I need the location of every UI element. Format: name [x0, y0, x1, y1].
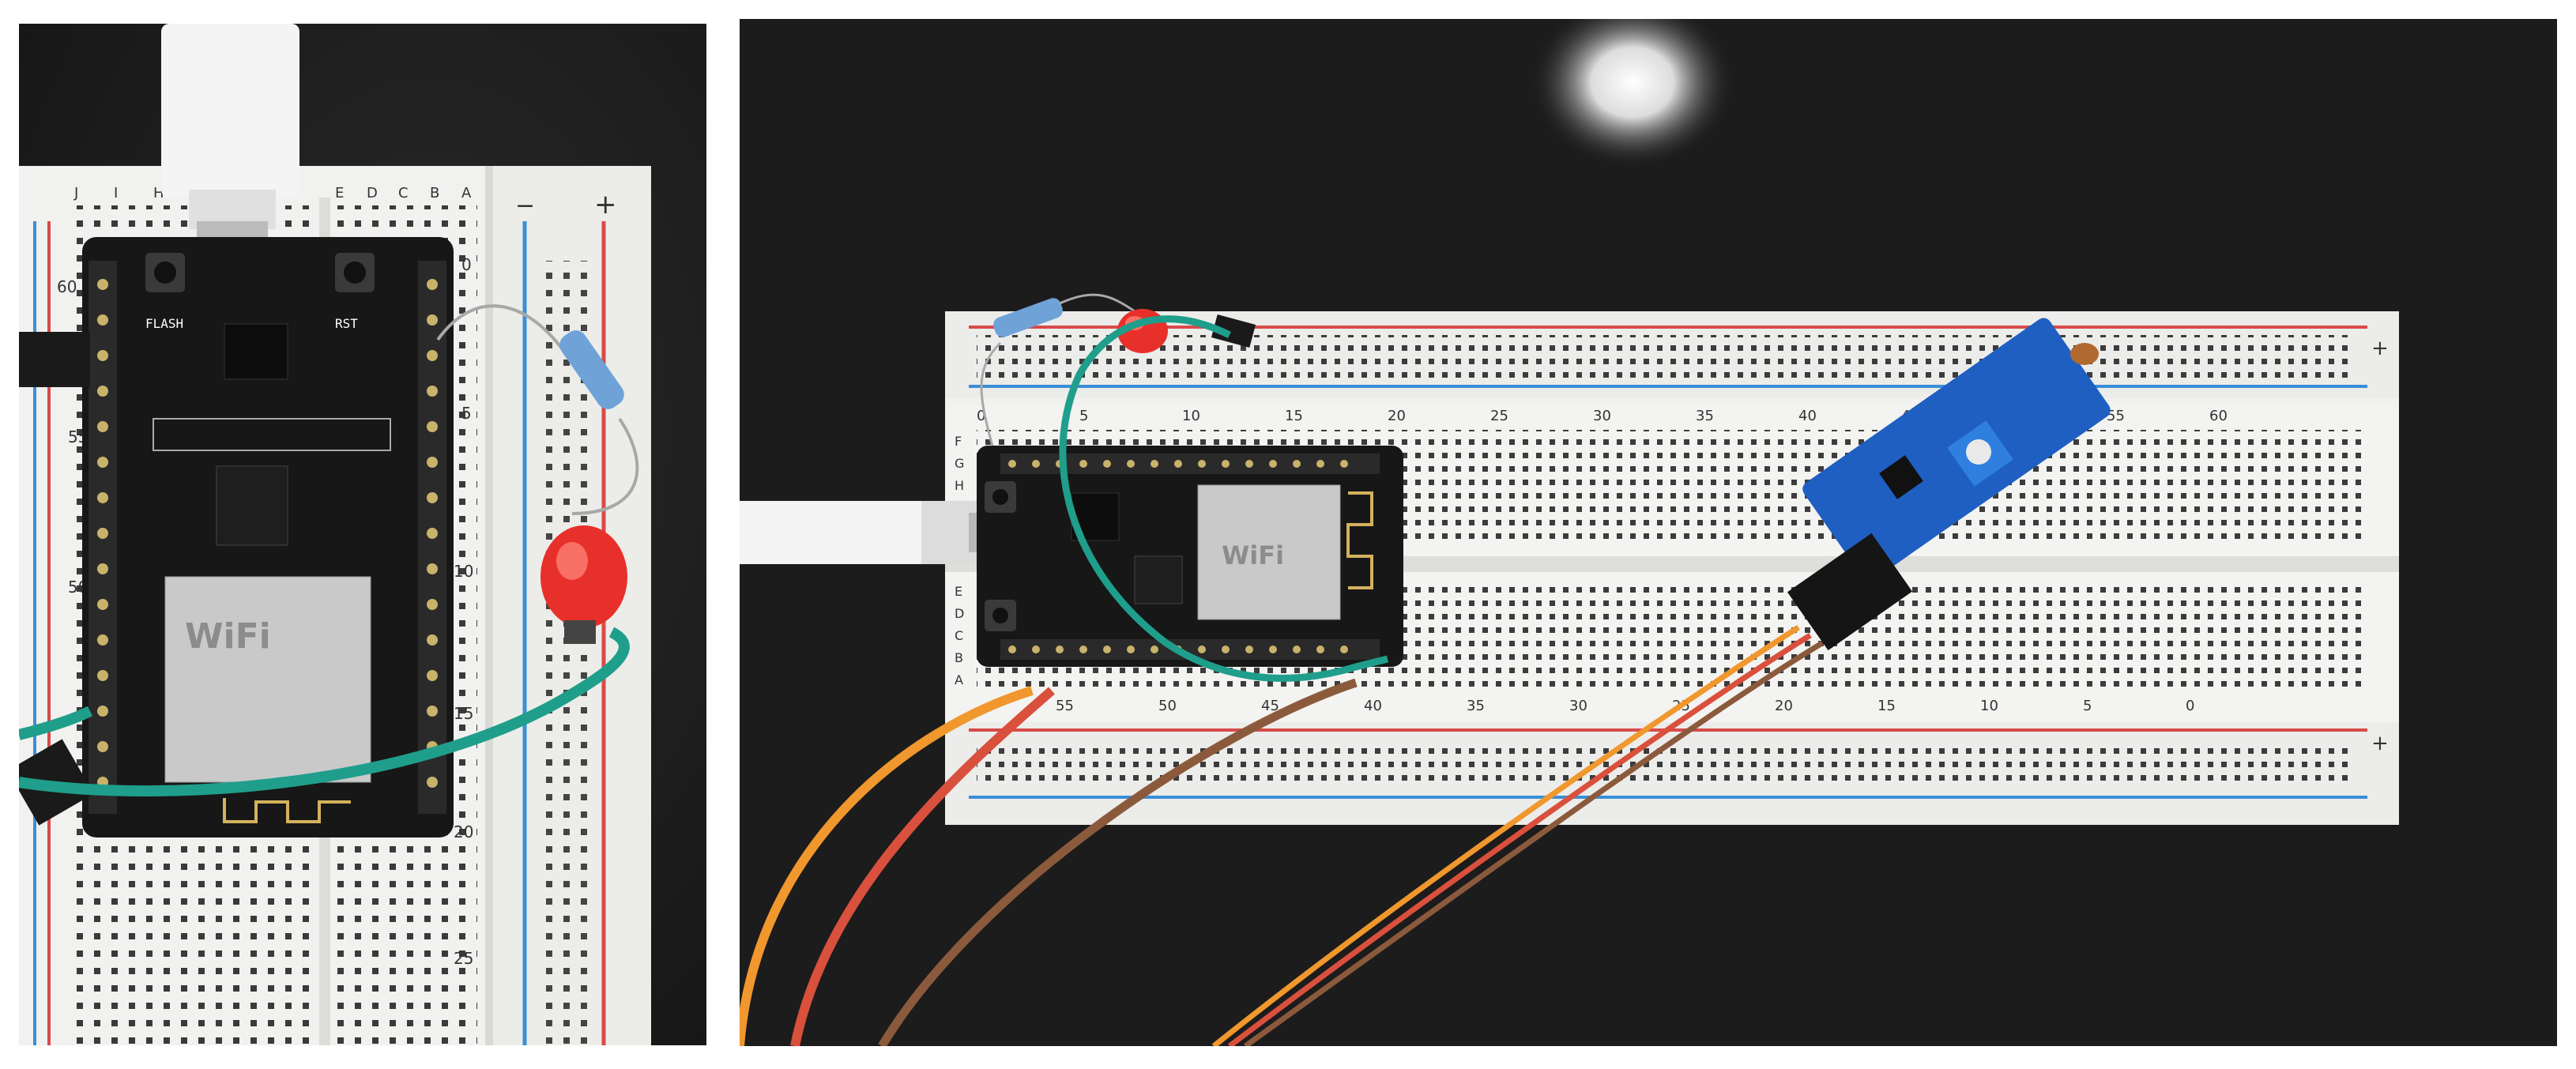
svg-text:F: F: [955, 434, 962, 449]
svg-text:0: 0: [977, 408, 985, 424]
wifi-logo: WiFi: [185, 616, 271, 657]
svg-text:40: 40: [1798, 408, 1817, 424]
svg-text:60: 60: [57, 277, 77, 296]
sensor-connector: [1787, 533, 1913, 651]
brown-sensor-wire: [1243, 640, 1824, 1046]
overview-photo-drawing: + + 0 5 10 15 20 25 30 35 40: [740, 19, 2557, 1046]
orange-wire: [740, 686, 1034, 1046]
svg-text:D: D: [367, 185, 378, 201]
svg-text:5: 5: [1079, 408, 1088, 424]
svg-text:10: 10: [454, 562, 473, 581]
svg-text:25: 25: [1490, 408, 1508, 424]
rail-plus-sign: +: [594, 189, 617, 220]
resistor: [436, 304, 639, 515]
svg-text:40: 40: [1364, 698, 1382, 714]
rst-label: RST: [335, 316, 358, 331]
bottom-plus-sign: +: [2371, 732, 2389, 755]
column-numbers: 0 5 10 15 20 25: [454, 255, 473, 968]
svg-text:55: 55: [1056, 698, 1074, 714]
brown-wire: [878, 678, 1358, 1046]
svg-text:10: 10: [1980, 698, 1998, 714]
light-sensor-module: [1802, 318, 2111, 582]
pcb-antenna: [223, 798, 351, 823]
svg-text:35: 35: [1696, 408, 1714, 424]
red-led: [540, 525, 627, 644]
svg-text:H: H: [955, 478, 964, 493]
red-wire: [790, 687, 1055, 1046]
svg-text:A: A: [461, 185, 472, 201]
svg-text:5: 5: [461, 404, 472, 423]
nodemcu-board: FLASH RST WiFi: [82, 237, 454, 838]
svg-text:25: 25: [454, 949, 473, 968]
svg-text:0: 0: [461, 255, 472, 274]
rail-minus-sign: −: [515, 192, 535, 220]
svg-text:G: G: [955, 456, 964, 471]
jumper-cap: [1211, 314, 1256, 348]
svg-text:10: 10: [1182, 408, 1200, 424]
jumper-connector: [19, 332, 90, 387]
svg-text:C: C: [955, 628, 963, 643]
svg-text:55: 55: [2107, 408, 2125, 424]
flash-label: FLASH: [145, 316, 183, 331]
svg-text:15: 15: [1285, 408, 1303, 424]
nodemcu-board-overview: WiFi: [977, 446, 1403, 667]
esp-module-overview: [1197, 484, 1341, 620]
svg-text:35: 35: [1467, 698, 1485, 714]
svg-text:20: 20: [1775, 698, 1793, 714]
top-plus-sign: +: [2371, 337, 2389, 360]
orange-sensor-wire: [1211, 625, 1800, 1046]
svg-text:15: 15: [1877, 698, 1896, 714]
svg-text:E: E: [955, 584, 962, 599]
svg-text:45: 45: [1261, 698, 1279, 714]
svg-text:0: 0: [2186, 698, 2194, 714]
svg-text:5: 5: [2083, 698, 2092, 714]
svg-text:E: E: [335, 185, 344, 201]
photoresistor: [2070, 343, 2099, 365]
light-glare: [1530, 19, 1735, 169]
svg-text:B: B: [955, 650, 963, 665]
svg-text:20: 20: [454, 822, 473, 841]
svg-text:15: 15: [454, 704, 473, 723]
wifi-logo-overview: WiFi: [1222, 540, 1284, 570]
resistor-overview: [980, 293, 1135, 446]
svg-text:J: J: [73, 185, 78, 201]
svg-text:I: I: [114, 185, 118, 201]
pcb-antenna-overview: [1346, 491, 1373, 589]
svg-text:C: C: [398, 185, 409, 201]
svg-text:B: B: [430, 185, 439, 201]
overview-photo: + + 0 5 10 15 20 25 30 35 40: [740, 19, 2557, 1046]
teal-wire: [19, 627, 630, 797]
svg-text:D: D: [955, 606, 964, 621]
svg-text:20: 20: [1388, 408, 1406, 424]
closeup-photo: − + J I H G F E D C B A 0 5 10 15 20: [19, 24, 706, 1045]
teal-wire-overview: [1059, 315, 1389, 682]
closeup-photo-drawing: − + J I H G F E D C B A 0 5 10 15 20: [19, 24, 706, 1045]
red-sensor-wire: [1227, 633, 1812, 1046]
svg-text:30: 30: [1569, 698, 1587, 714]
svg-text:60: 60: [2209, 408, 2228, 424]
esp-module: [164, 576, 371, 783]
svg-text:A: A: [955, 672, 963, 687]
usb-cable-overview: [740, 501, 1000, 564]
svg-text:30: 30: [1593, 408, 1611, 424]
svg-text:50: 50: [1158, 698, 1177, 714]
